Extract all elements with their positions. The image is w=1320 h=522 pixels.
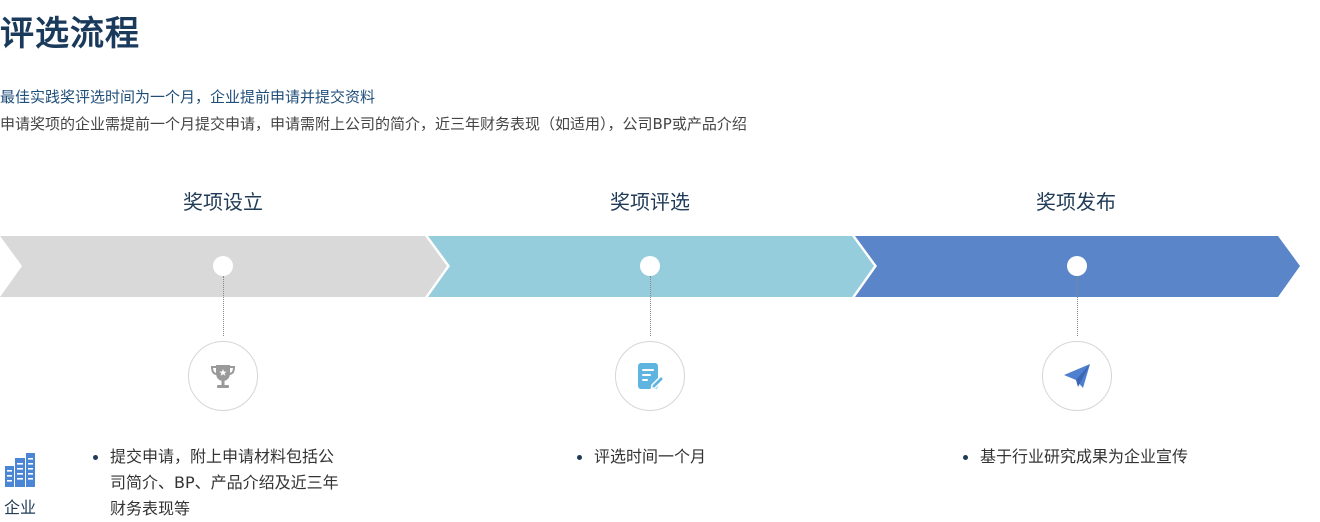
page-subtitle: 最佳实践奖评选时间为一个月，企业提前申请并提交资料 [0, 88, 376, 106]
stage-icon-publish [1042, 341, 1112, 411]
process-band [0, 236, 1300, 297]
trophy-icon [210, 365, 236, 388]
connector-line-setup [223, 276, 224, 336]
list-item: 评选时间一个月 [574, 444, 774, 470]
stage-marker-setup [213, 256, 233, 276]
page-description: 申请奖项的企业需提前一个月提交申请，申请需附上公司的简介，近三年财务表现（如适用… [0, 115, 747, 133]
stage-title-review: 奖项评选 [610, 190, 690, 214]
stage-bullets-publish: 基于行业研究成果为企业宣传 [960, 444, 1240, 470]
paper-plane-icon [1064, 364, 1090, 388]
company-label: 企业 [3, 498, 36, 517]
page-title: 评选流程 [0, 14, 140, 54]
building-icon [5, 453, 35, 487]
stage-title-publish: 奖项发布 [1036, 190, 1116, 214]
stage-marker-review [640, 256, 660, 276]
stage-icon-review [615, 341, 685, 411]
connector-line-review [650, 276, 651, 336]
stage-bullets-setup: 提交申请，附上申请材料包括公司简介、BP、产品介绍及近三年财务表现等 [90, 444, 345, 522]
company-block: 企业 [0, 452, 40, 518]
stage-bullets-review: 评选时间一个月 [574, 444, 774, 470]
connector-line-publish [1077, 276, 1078, 336]
stage-icon-setup [188, 341, 258, 411]
list-item: 提交申请，附上申请材料包括公司简介、BP、产品介绍及近三年财务表现等 [90, 444, 345, 522]
edit-note-icon [638, 363, 666, 390]
list-item: 基于行业研究成果为企业宣传 [960, 444, 1240, 470]
stage-title-setup: 奖项设立 [183, 190, 263, 214]
stage-marker-publish [1067, 256, 1087, 276]
